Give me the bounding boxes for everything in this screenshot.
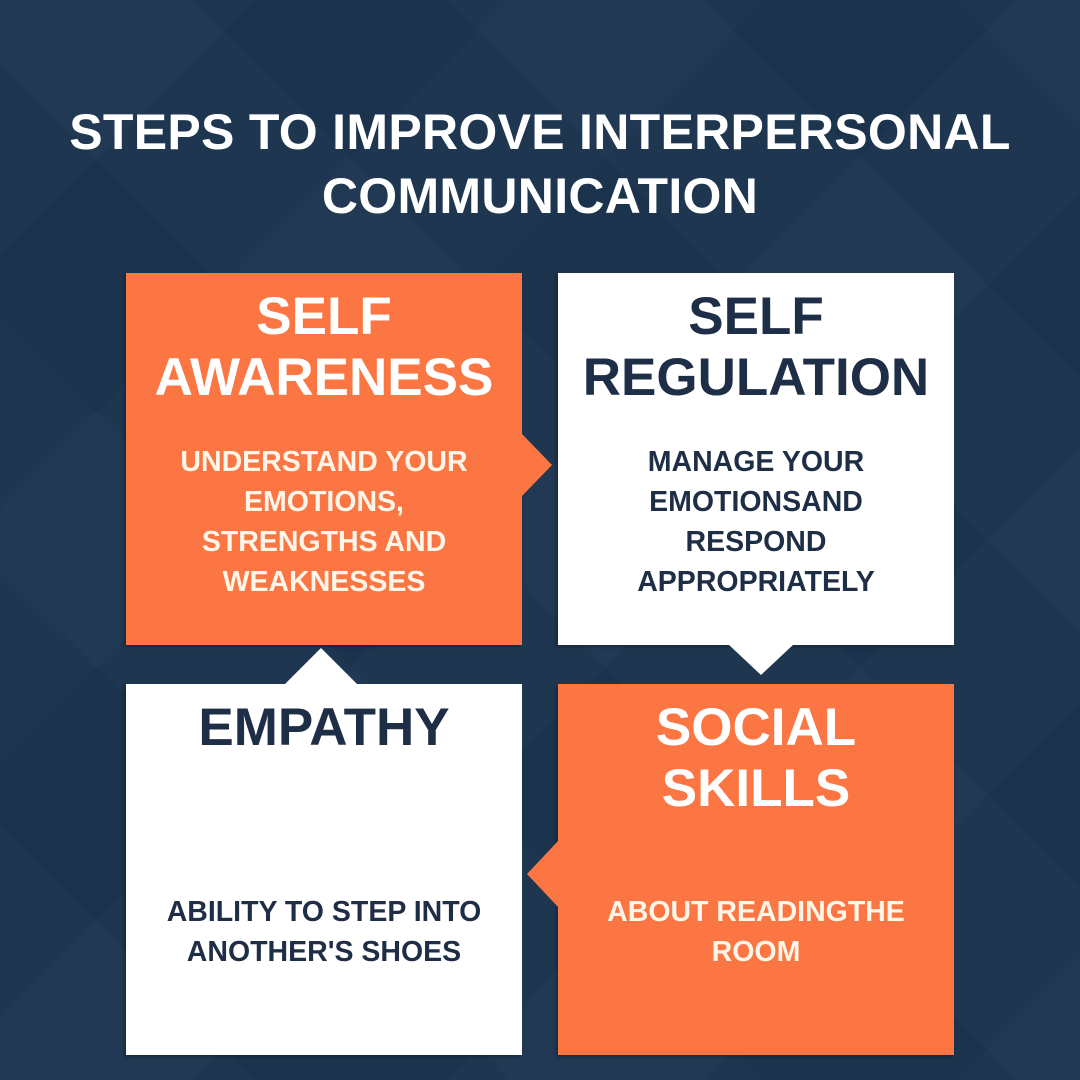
arrow-left-icon	[527, 840, 559, 908]
step-description-line: ABILITY TO STEP INTO	[166, 896, 482, 928]
page-title: STEPS TO IMPROVE INTERPERSONAL COMMUNICA…	[0, 100, 1080, 228]
step-heading-line: SELF	[688, 287, 824, 346]
step-description-line: STRENGTHS AND	[201, 526, 447, 558]
step-heading: SELF AWARENESS	[126, 286, 522, 408]
step-description-line: ROOM	[711, 936, 801, 968]
title-line-1: STEPS TO IMPROVE INTERPERSONAL	[69, 104, 1011, 160]
step-heading-line: AWARENESS	[154, 348, 494, 407]
step-heading-line: SOCIAL	[655, 698, 857, 757]
step-description-line: EMOTIONSAND	[649, 486, 863, 518]
step-card-social-skills: SOCIAL SKILLS ABOUT READINGTHE ROOM	[558, 684, 954, 1055]
step-heading: EMPATHY	[126, 697, 522, 758]
step-heading-line: REGULATION	[582, 348, 930, 407]
step-heading: SOCIAL SKILLS	[558, 697, 954, 819]
step-heading-line: SKILLS	[661, 759, 851, 818]
step-card-self-awareness: SELF AWARENESS UNDERSTAND YOUR EMOTIONS,…	[126, 273, 522, 645]
arrow-right-icon	[521, 433, 552, 497]
step-description-line: EMOTIONS,	[244, 486, 404, 518]
step-description: ABOUT READINGTHE ROOM	[568, 892, 944, 972]
step-description-line: ABOUT READINGTHE	[607, 896, 905, 928]
step-card-self-regulation: SELF REGULATION MANAGE YOUR EMOTIONSAND …	[558, 273, 954, 645]
step-description-line: WEAKNESSES	[222, 566, 426, 598]
step-description-line: UNDERSTAND YOUR	[180, 446, 468, 478]
step-description-line: ANOTHER'S SHOES	[186, 936, 462, 968]
step-description: MANAGE YOUR EMOTIONSAND RESPOND APPROPRI…	[568, 442, 944, 602]
arrow-up-icon	[284, 648, 358, 685]
step-heading-line: SELF	[256, 287, 392, 346]
step-heading: SELF REGULATION	[558, 286, 954, 408]
step-description-line: MANAGE YOUR	[647, 446, 865, 478]
step-description-line: APPROPRIATELY	[637, 566, 875, 598]
step-description: UNDERSTAND YOUR EMOTIONS, STRENGTHS AND …	[136, 442, 512, 602]
step-description-line: RESPOND	[685, 526, 827, 558]
step-description: ABILITY TO STEP INTO ANOTHER'S SHOES	[136, 892, 512, 972]
step-heading-line: EMPATHY	[198, 698, 450, 757]
step-card-empathy: EMPATHY ABILITY TO STEP INTO ANOTHER'S S…	[126, 684, 522, 1055]
arrow-down-icon	[728, 644, 794, 675]
title-line-2: COMMUNICATION	[321, 168, 759, 224]
